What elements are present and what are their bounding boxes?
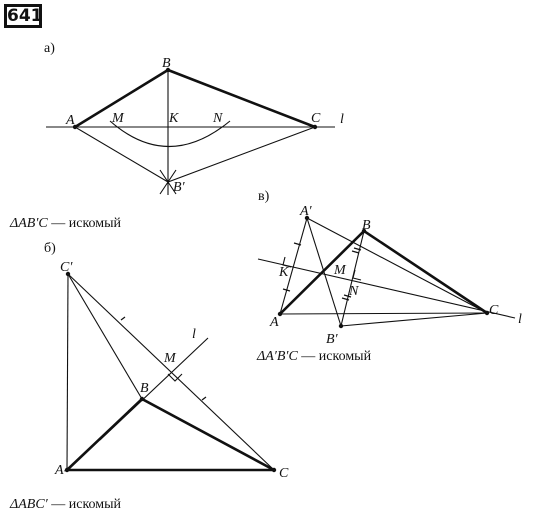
problem-number-badge: 641 (4, 4, 43, 28)
point-c-label: C (489, 303, 499, 318)
point-b-label: B (162, 56, 171, 71)
construction-arc (109, 120, 231, 147)
section-v-caption-triangle: ΔA′B′C (257, 349, 298, 364)
point-a-dot (72, 124, 78, 130)
point-c-label: C (279, 466, 289, 481)
point-c-dot (484, 310, 490, 316)
point-m-label: M (163, 351, 177, 366)
point-a-label: A (65, 113, 75, 128)
section-b-caption-triangle: ΔABC′ (10, 497, 48, 512)
problem-number: 641 (7, 6, 43, 26)
right-angle-n (352, 269, 362, 281)
point-c-prime-label: C′ (60, 260, 73, 275)
equal-mark-6 (343, 294, 352, 298)
point-n-label: N (212, 111, 223, 126)
segment-b-prime-c (340, 312, 488, 327)
line-l-label: l (518, 312, 522, 327)
section-a-label: а) (44, 41, 55, 56)
point-b-prime-label: B′ (173, 180, 186, 195)
point-a-prime-dot (304, 215, 310, 221)
segment-a-c (279, 312, 488, 315)
segment-c-prime-b (67, 273, 143, 400)
point-m-label: M (111, 111, 125, 126)
arc-mark-2 (159, 169, 177, 195)
section-b-caption: ΔABC′ — искомый (10, 497, 121, 513)
point-c-dot (271, 467, 277, 473)
point-b-dot (361, 228, 367, 234)
point-c-label: C (311, 111, 321, 126)
point-a-label: A (54, 463, 64, 478)
line-l (257, 258, 516, 319)
point-b-dot (139, 396, 145, 402)
section-b-caption-text: — искомый (51, 497, 122, 512)
point-n-label: N (348, 284, 359, 299)
triangle-abc-upper (73, 68, 317, 129)
point-b-prime-dot (338, 323, 344, 329)
section-v-caption: ΔA′B′C — искомый (257, 349, 371, 365)
point-a-dot (277, 311, 283, 317)
triangle-abc (278, 229, 489, 316)
section-v-label: в) (258, 189, 270, 204)
point-c-prime-dot (65, 271, 71, 277)
section-b-figure: б) l A B C M C′ (44, 241, 289, 481)
point-c-dot (312, 124, 318, 130)
triangle-ab-prime-c (74, 126, 316, 183)
section-v-caption-text: — искомый (301, 349, 372, 364)
segment-a-prime-a (279, 217, 308, 315)
equal-mark-2 (282, 288, 291, 292)
section-a-caption-triangle: ΔAB′C (10, 216, 48, 231)
segment-a-prime-c (306, 217, 488, 314)
segment-c-prime-c (67, 273, 275, 471)
equal-mark-3 (351, 250, 360, 254)
point-m-label: M (333, 263, 347, 278)
equal-mark-5 (341, 297, 350, 301)
equal-mark-1 (120, 316, 126, 321)
line-l-label: l (340, 112, 344, 127)
right-angle-k (282, 256, 292, 268)
equal-mark-2 (201, 396, 207, 401)
line-l-label: l (192, 327, 196, 342)
point-b-prime-label: B′ (326, 332, 339, 347)
right-angle-mark (167, 373, 183, 382)
section-b-label: б) (44, 241, 56, 256)
point-a-label: A (269, 315, 279, 330)
point-k-label: K (168, 111, 179, 126)
equal-mark-1 (293, 242, 302, 246)
section-a-caption: ΔAB′C — искомый (10, 216, 121, 232)
segment-a-c-prime (66, 273, 69, 471)
point-b-label: B (362, 218, 371, 233)
point-b-dot (165, 67, 171, 73)
equal-mark-4 (353, 247, 362, 251)
section-a-figure: а) l A B C K M N B′ (44, 41, 344, 195)
point-k-label: K (278, 265, 289, 280)
segment-b-b-prime (340, 230, 365, 327)
point-b-label: B (140, 381, 149, 396)
point-a-prime-label: A′ (299, 204, 313, 219)
triangle-abc (63, 397, 275, 472)
section-v-figure: в) l A B C K M N A′ B′ (257, 189, 522, 347)
section-a-caption-text: — искомый (51, 216, 122, 231)
point-a-dot (64, 467, 70, 473)
